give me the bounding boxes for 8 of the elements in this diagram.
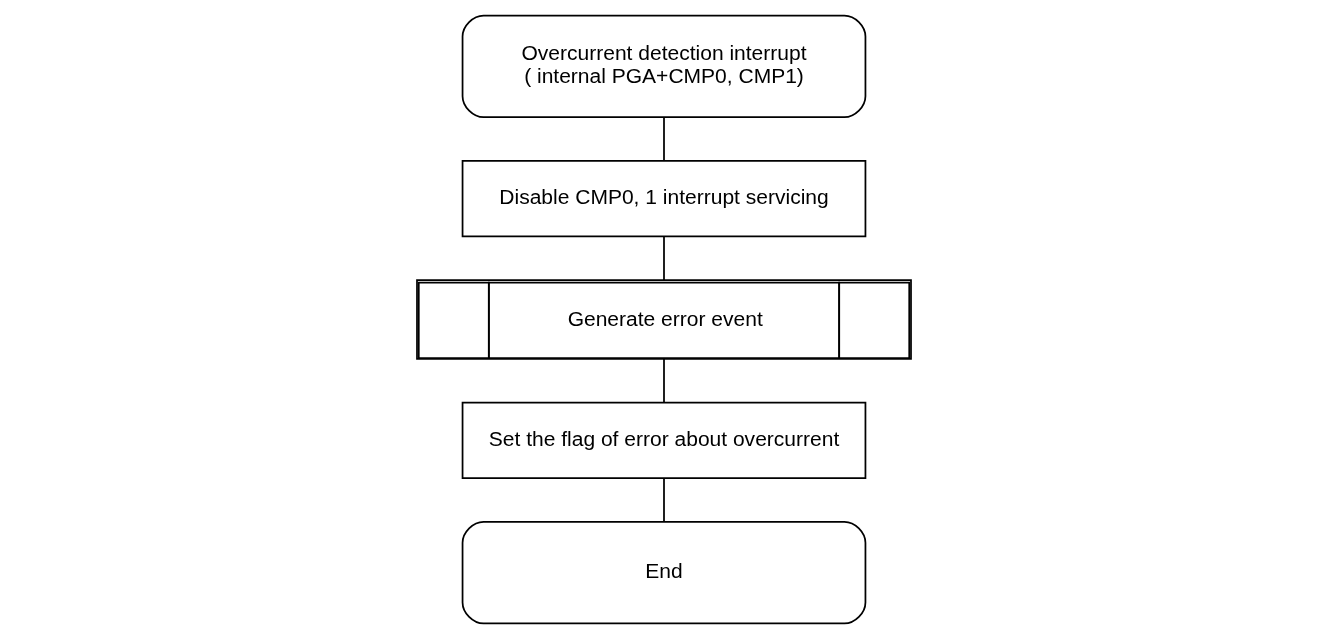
node-box: Overcurrent detection interrupt ( internal PGA+CMP0, CMP1) (461, 14, 866, 119)
node-box: Disable CMP0, 1 interrupt servicing (461, 160, 866, 238)
node-box: Set the flag of error about overcurrent (461, 401, 866, 479)
node-box: End (461, 520, 866, 625)
connector (662, 236, 665, 281)
connector (662, 477, 665, 523)
connector (662, 116, 665, 162)
connector (662, 358, 665, 404)
